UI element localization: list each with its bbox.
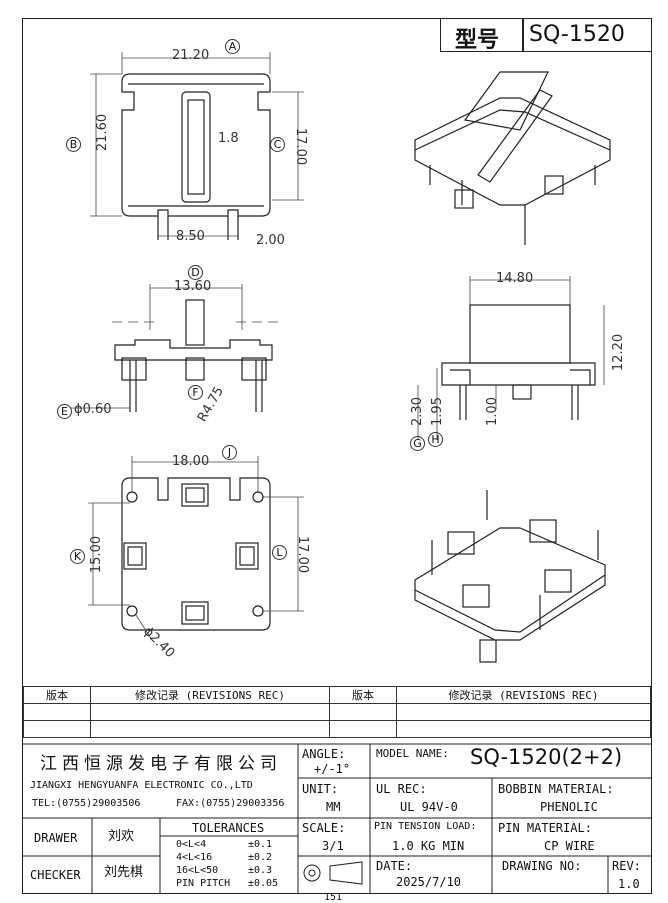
dim-top-width: 21.20: [172, 48, 210, 63]
dim-bottom-inner: 17.00: [295, 535, 311, 574]
dim-side-width: 13.60: [174, 279, 212, 294]
model-label: 型号: [455, 28, 500, 53]
iso-view-bottom: [414, 490, 606, 663]
model-value: SQ-1520: [529, 22, 625, 47]
drawing-no-label: DRAWING NO:: [502, 859, 582, 873]
bobbin-value: PHENOLIC: [540, 800, 598, 814]
tol-range-4: PIN PITCH: [176, 878, 231, 889]
bottom-view: [88, 456, 304, 641]
dim-bottom-width: 18.00: [172, 454, 210, 469]
marker-l: L: [272, 545, 287, 560]
marker-b: B: [66, 137, 81, 152]
model-name-label: MODEL NAME:: [376, 747, 449, 760]
pin-tension-value: 1.0 KG MIN: [392, 839, 465, 853]
dim-h2: 1.95: [429, 397, 445, 426]
dim-pin-w: 2.00: [256, 233, 285, 248]
rev-col-record-2: 修改记录 (REVISIONS REC): [396, 686, 651, 704]
rev-col-version-2: 版本: [329, 686, 397, 704]
dim-h3: 1.00: [484, 397, 500, 426]
marker-a: A: [225, 39, 240, 54]
side-view: [70, 284, 284, 412]
tol-value-1: ±0.1: [248, 839, 273, 850]
unit-label: UNIT:: [302, 782, 339, 796]
tol-range-2: 4<L<16: [176, 852, 213, 863]
angle-value: +/-1°: [314, 762, 351, 776]
pin-material-label: PIN MATERIAL:: [498, 821, 592, 835]
ul-label: UL REC:: [376, 782, 427, 796]
rev-col-record: 修改记录 (REVISIONS REC): [90, 686, 330, 704]
dim-slot: 1.8: [218, 131, 239, 146]
marker-j: J: [222, 445, 237, 460]
iso-view-top: [414, 71, 611, 245]
dim-pin-dia: ϕ0.60: [74, 402, 112, 417]
tol-value-2: ±0.2: [248, 852, 273, 863]
drawer-value: 刘欢: [108, 829, 135, 844]
unit-value: MM: [326, 800, 341, 814]
marker-h: H: [428, 432, 443, 447]
marker-k: K: [70, 549, 85, 564]
tolerances-label: TOLERANCES: [192, 821, 265, 835]
tol-value-3: ±0.3: [248, 865, 273, 876]
company-name-cn: 江西恒源发电子有限公司: [40, 754, 282, 774]
dim-h1: 2.30: [409, 397, 425, 426]
marker-d: D: [188, 265, 203, 280]
title-block-lines: [22, 743, 652, 894]
pin-material-value: CP WIRE: [544, 839, 595, 853]
rev-value: 1.0: [618, 877, 640, 891]
tol-value-4: ±0.05: [248, 878, 279, 889]
tol-range-3: 16<L<50: [176, 865, 219, 876]
marker-e: E: [57, 404, 72, 419]
dim-front-height: 12.20: [611, 333, 627, 372]
tol-range-1: 0<L<4: [176, 839, 207, 850]
scale-label: SCALE:: [302, 821, 346, 835]
dim-front-width: 14.80: [496, 271, 534, 286]
company-fax: FAX:(0755)29003356: [176, 798, 285, 809]
front-view: [417, 276, 605, 440]
ul-value: UL 94V-0: [400, 800, 458, 814]
angle-label: ANGLE:: [302, 747, 346, 761]
rev-col-version: 版本: [23, 686, 91, 704]
dim-top-height: 21.60: [95, 113, 111, 152]
marker-g: G: [410, 436, 425, 451]
revision-table: 版本 修改记录 (REVISIONS REC) 版本 修改记录 (REVISIO…: [23, 686, 651, 738]
bobbin-label: BOBBIN MATERIAL:: [498, 782, 614, 796]
company-tel: TEL:(0755)29003506: [32, 798, 141, 809]
pin-tension-label: PIN TENSION LOAD:: [374, 821, 477, 832]
checker-value: 刘先棋: [104, 865, 144, 880]
scale-value: 3/1: [322, 839, 344, 853]
date-value: 2025/7/10: [396, 875, 462, 889]
page-mark: 151: [324, 892, 343, 903]
drawing-sheet: [22, 18, 652, 894]
checker-label: CHECKER: [30, 868, 81, 882]
marker-f: F: [188, 385, 203, 400]
dim-top-inner: 17.00: [293, 127, 309, 166]
dim-pin-span: 8.50: [176, 229, 205, 244]
dim-bottom-height: 15.00: [89, 535, 105, 574]
drawer-label: DRAWER: [34, 831, 78, 845]
top-view: [90, 52, 304, 240]
marker-c: C: [270, 137, 285, 152]
company-name-en: JIANGXI HENGYUANFA ELECTRONIC CO.,LTD: [30, 780, 253, 791]
model-header: 型号 SQ-1520: [440, 18, 652, 53]
model-name-value: SQ-1520(2+2): [470, 745, 623, 769]
date-label: DATE:: [376, 859, 413, 873]
rev-label: REV:: [612, 859, 641, 873]
